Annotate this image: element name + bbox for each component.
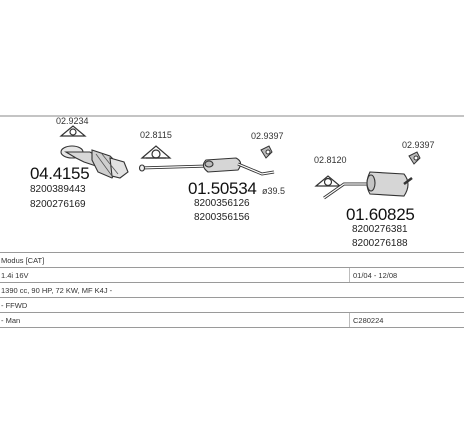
column-divider [349, 268, 350, 282]
middle-silencer [138, 157, 275, 176]
rear-silencer [323, 171, 413, 200]
middle-silencer-code: 01.50534 [188, 179, 257, 198]
rubber-mount-icon-mid [260, 145, 273, 159]
rear-silencer-oem-1: 8200276381 [352, 224, 408, 235]
rubber-mount-icon-right [408, 151, 421, 165]
transmission-type: - Man [1, 316, 21, 325]
middle-silencer-oem-1: 8200356126 [194, 198, 250, 209]
catalytic-converter [60, 145, 129, 179]
engine-specs: 1390 cc, 90 HP, 72 KW, MF K4J - [1, 286, 113, 295]
gasket-mid-code: 02.8115 [140, 130, 172, 140]
catalytic-converter-oem-2: 8200276169 [30, 199, 86, 210]
clamp-icon-left [59, 125, 87, 137]
table-row: 1.4i 16V 01/04 - 12/08 [0, 267, 464, 282]
table-row: - FFWD [0, 297, 464, 312]
middle-silencer-oem-2: 8200356156 [194, 212, 250, 223]
catalytic-converter-code: 04.4155 [30, 164, 90, 183]
rubber-mount-mid-code: 02.9397 [251, 131, 284, 141]
production-dates: 01/04 - 12/08 [353, 271, 398, 280]
vehicle-info-table: Modus [CAT] 1.4i 16V 01/04 - 12/08 1390 … [0, 252, 464, 328]
gasket-icon-right [314, 175, 342, 187]
vehicle-model: Modus [CAT] [1, 256, 45, 265]
engine-type: 1.4i 16V [1, 271, 29, 280]
column-divider [349, 313, 350, 327]
clamp-left-code: 02.9234 [56, 116, 89, 126]
exhaust-system-diagram [0, 115, 464, 200]
rubber-mount-right-code: 02.9397 [402, 140, 435, 150]
catalogue-number: C280224 [353, 316, 384, 325]
table-row: Modus [CAT] [0, 252, 464, 267]
gasket-icon-mid [140, 145, 172, 159]
table-row: - Man C280224 [0, 312, 464, 328]
drive-type: - FFWD [1, 301, 28, 310]
catalytic-converter-oem-1: 8200389443 [30, 184, 86, 195]
rear-silencer-code: 01.60825 [346, 205, 415, 224]
gasket-right-code: 02.8120 [314, 155, 347, 165]
pipe-diameter: ø39.5 [262, 186, 286, 196]
table-row: 1390 cc, 90 HP, 72 KW, MF K4J - [0, 282, 464, 297]
rear-silencer-oem-2: 8200276188 [352, 238, 408, 249]
